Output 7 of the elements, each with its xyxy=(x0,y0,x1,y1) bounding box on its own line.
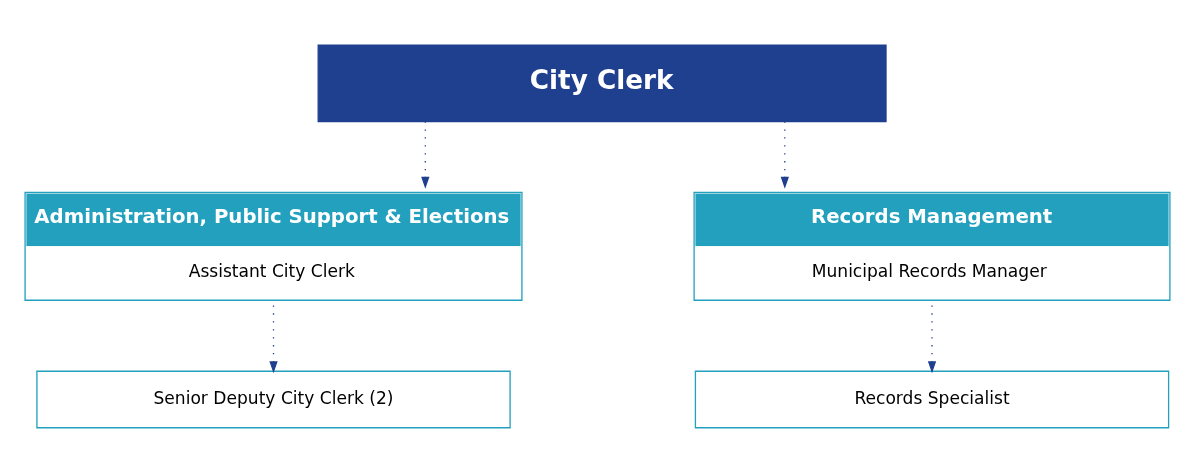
node-box: Records Specialist xyxy=(694,370,1170,429)
arrow xyxy=(421,120,430,189)
arrow xyxy=(927,304,937,374)
arrow xyxy=(269,304,278,374)
node-box: City Clerk xyxy=(317,44,887,123)
arrow xyxy=(780,120,789,189)
node-box: Senior Deputy City Clerk (2) xyxy=(36,370,511,429)
